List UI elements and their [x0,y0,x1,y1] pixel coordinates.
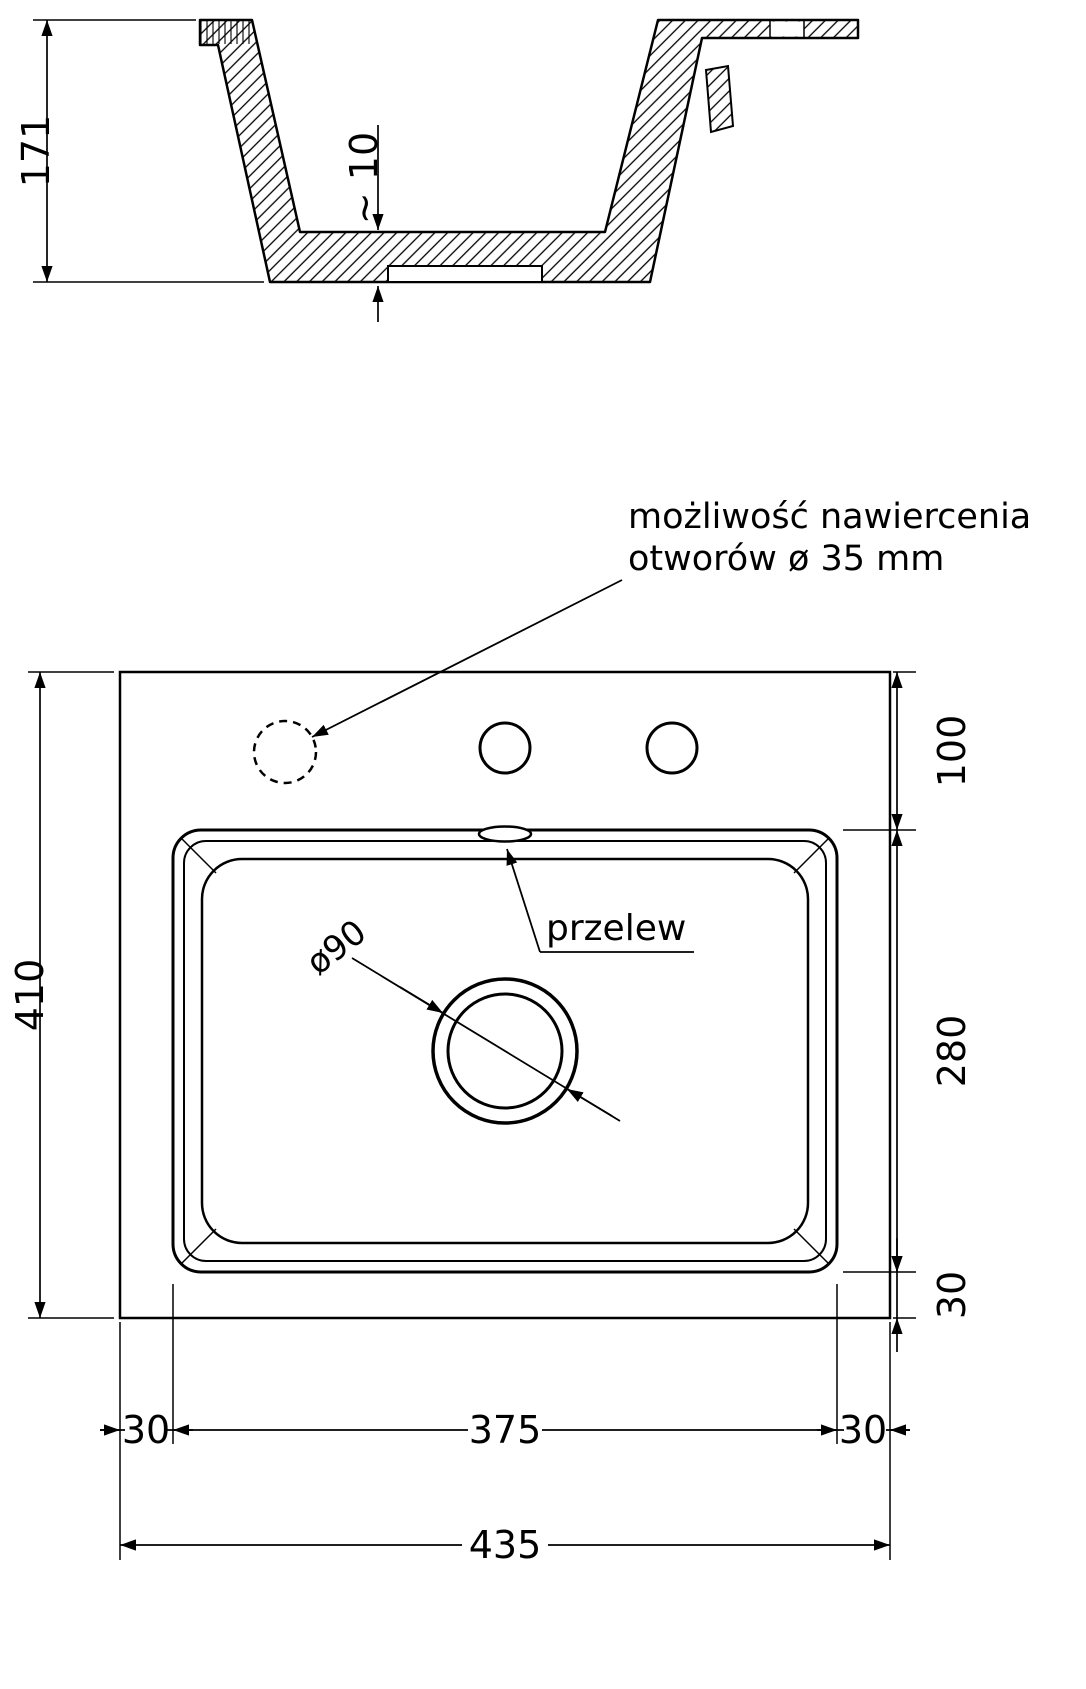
drill-note-line2: otworów ø 35 mm [628,539,944,579]
dim-label-bottom-margin: 30 [930,1271,974,1319]
dim-bottom-thickness: ~ 10 [342,125,386,322]
bowl-corner-lines [180,837,830,1265]
dim-label-bowl-width: 375 [469,1408,542,1452]
dim-label-bottom-thickness: ~ 10 [342,132,386,224]
tap-hole-center [478,721,532,775]
dim-label-left-margin: 30 [122,1408,170,1452]
flange-gap [769,20,805,38]
drain-diameter-label: ø90 [299,912,374,983]
section-view: 171 ~ 10 [14,18,860,322]
mounting-clip [704,64,735,134]
drain-outer-circle [431,977,579,1125]
drill-note-arrow [311,579,623,738]
dim-label-section-height: 171 [14,115,58,188]
dim-label-total-height: 410 [8,959,52,1032]
drain-inner-circle [446,992,564,1110]
dim-section-height: 171 [14,19,264,283]
dim-bottom-row: 30 375 30 [100,1284,910,1560]
dim-right-column: 100 280 30 [843,671,974,1352]
drill-note: możliwość nawiercenia otworów ø 35 mm [311,497,1031,738]
bowl-rim-inner [200,857,810,1245]
overflow-callout: przelew [506,848,694,953]
tap-hole-right [645,721,699,775]
sink-section-profile [198,18,860,284]
countertop-section-block [201,21,253,44]
overflow-label: przelew [546,908,686,949]
overflow-opening [477,825,533,843]
dim-total-width: 435 [120,1523,890,1567]
dim-label-bowl-length: 280 [930,1015,974,1088]
top-view: możliwość nawiercenia otworów ø 35 mm pr… [8,497,1031,1567]
optional-drill-hole-dashed [252,719,318,785]
dim-total-height: 410 [8,671,114,1319]
sink-outline [118,670,892,1320]
drill-note-line1: możliwość nawiercenia [628,497,1031,537]
dim-label-top-offset: 100 [930,715,974,788]
dim-label-right-margin: 30 [839,1408,887,1452]
dim-label-total-width: 435 [469,1523,542,1567]
drain-recess [387,265,543,283]
